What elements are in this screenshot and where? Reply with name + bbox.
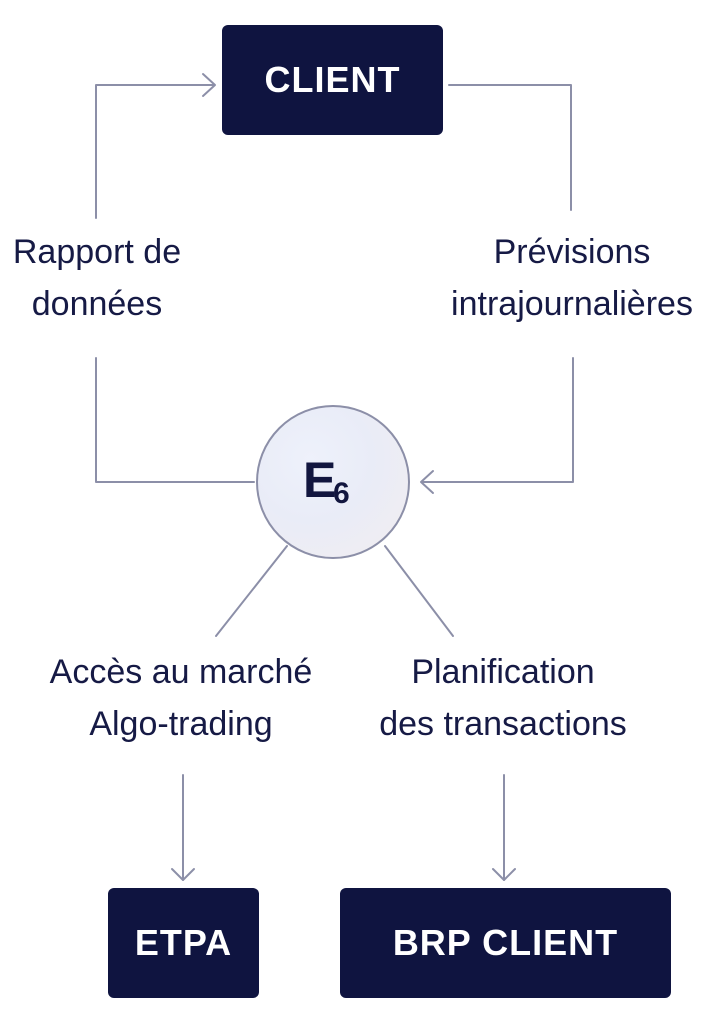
rapport-label-line-1: Rapport de	[12, 233, 182, 271]
rapport-label-line-2: données	[31, 285, 163, 323]
arrowhead-into-hub	[420, 470, 434, 494]
previsions-label-line-1: Prévisions	[493, 233, 651, 271]
acces-label-line-2: Algo-trading	[89, 705, 273, 743]
etpa-box: ETPA	[108, 888, 259, 998]
acces-label: Accès au marché Algo-trading	[24, 646, 338, 750]
diagonal-left	[215, 545, 288, 637]
client-box-label: CLIENT	[264, 59, 401, 100]
arrowhead-into-brp	[492, 868, 516, 881]
arrowhead-into-etpa	[171, 868, 195, 881]
diagonal-right	[384, 545, 454, 637]
previsions-label: Prévisions intrajournalières	[424, 226, 719, 330]
previsions-line-upper	[448, 84, 572, 211]
brp-client-box: BRP CLIENT	[340, 888, 671, 998]
e6-hub-circle: E 6	[256, 405, 410, 559]
brp-client-box-label: BRP CLIENT	[392, 922, 619, 963]
previsions-label-line-2: intrajournalières	[451, 285, 693, 323]
planification-label: Planification des transactions	[350, 646, 656, 750]
e6-logo-letter: E	[303, 452, 337, 508]
previsions-line-lower	[421, 357, 574, 483]
planification-label-line-2: des transactions	[379, 705, 627, 743]
rapport-line-upper	[95, 84, 215, 219]
planification-label-line-1: Planification	[411, 653, 595, 691]
acces-label-line-1: Accès au marché	[49, 653, 313, 691]
client-box: CLIENT	[222, 25, 443, 135]
etpa-box-label: ETPA	[134, 922, 233, 963]
rapport-label: Rapport de données	[0, 226, 198, 330]
rapport-line-lower	[95, 357, 255, 483]
e6-logo-subscript: 6	[333, 477, 350, 510]
arrowhead-into-client	[202, 73, 216, 97]
e6-logo: E 6	[303, 452, 363, 512]
